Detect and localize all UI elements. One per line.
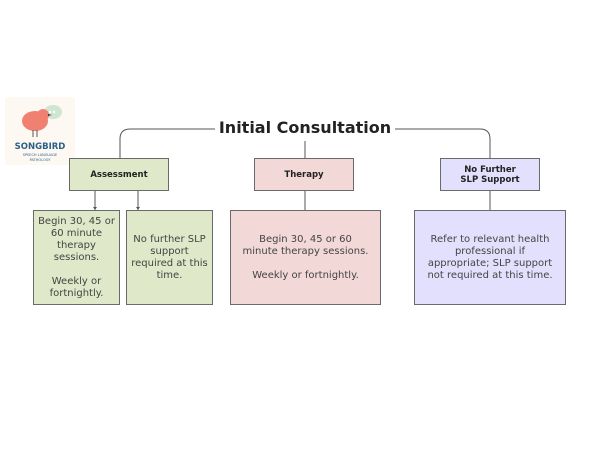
logo-name: SONGBIRD xyxy=(14,142,66,152)
logo: SONGBIRD SPEECH LANGUAGE PATHOLOGY xyxy=(5,97,75,165)
no-further-support-node: No Further SLP Support xyxy=(440,158,540,191)
diagram-title: Initial Consultation xyxy=(218,118,392,137)
bird-icon xyxy=(22,105,62,137)
node-label: No Further SLP Support xyxy=(460,164,520,185)
outcome-text: Begin 30, 45 or 60 minute therapy sessio… xyxy=(38,215,115,299)
logo-tagline: SPEECH LANGUAGE PATHOLOGY xyxy=(22,153,58,162)
outcome-text: No further SLP support required at this … xyxy=(131,233,208,281)
outcome-text: Begin 30, 45 or 60 minute therapy sessio… xyxy=(242,233,369,281)
assessment-outcome-therapy: Begin 30, 45 or 60 minute therapy sessio… xyxy=(33,210,120,305)
node-label: Therapy xyxy=(284,169,324,180)
node-label: Assessment xyxy=(90,169,148,180)
assessment-outcome-none: No further SLP support required at this … xyxy=(126,210,213,305)
outcome-text: Refer to relevant health professional if… xyxy=(427,233,553,281)
no-further-support-outcome: Refer to relevant health professional if… xyxy=(414,210,566,305)
therapy-node: Therapy xyxy=(254,158,354,191)
assessment-node: Assessment xyxy=(69,158,169,191)
therapy-outcome: Begin 30, 45 or 60 minute therapy sessio… xyxy=(230,210,381,305)
